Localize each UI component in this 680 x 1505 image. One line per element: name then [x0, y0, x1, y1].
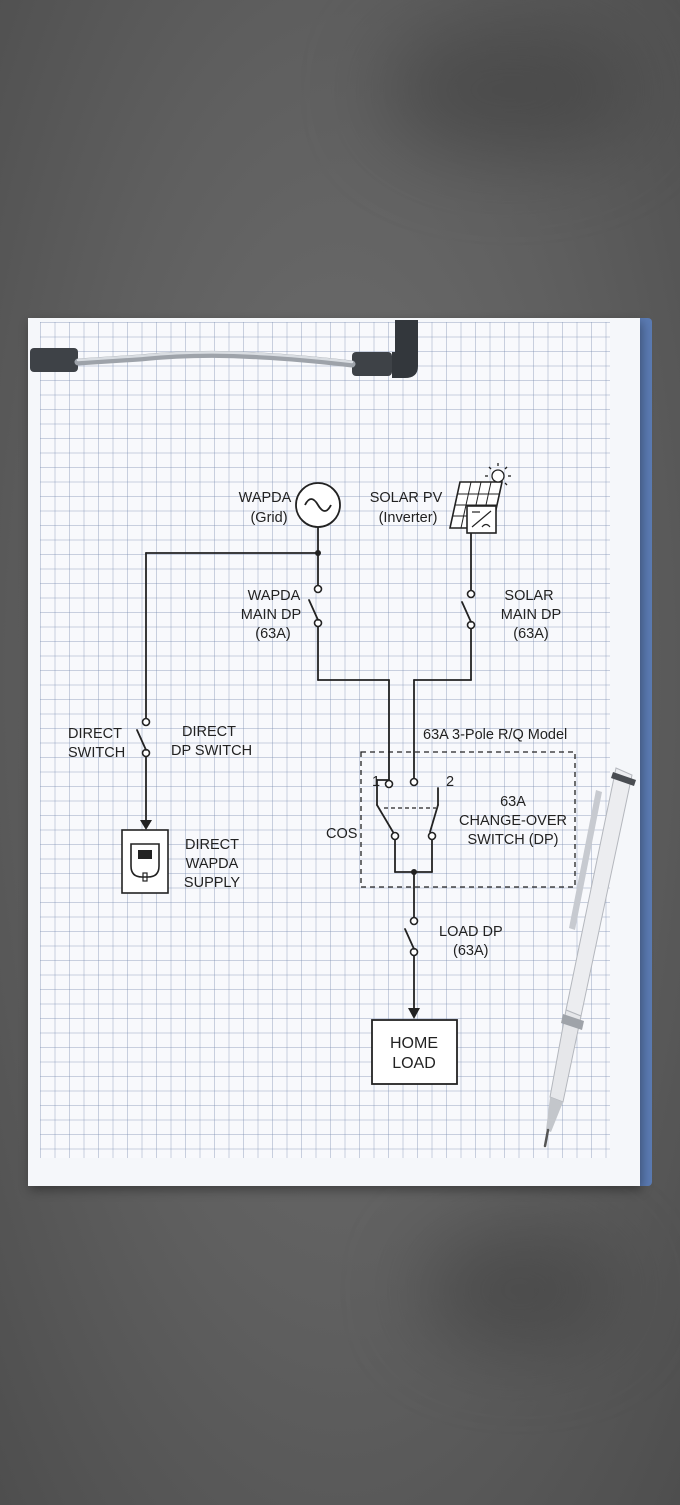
home-load-box [371, 1019, 458, 1085]
changeover-label: CHANGE-OVER [459, 813, 567, 829]
background-blur [380, 20, 640, 160]
solar-main-dp-rating: (63A) [513, 626, 548, 642]
cos-model-label: 63A 3-Pole R/Q Model [423, 727, 567, 743]
arrow-home-load-icon [408, 1008, 420, 1019]
cos-label: COS [326, 826, 357, 842]
junction-dot [411, 869, 417, 875]
arrow-direct-supply-icon [140, 820, 152, 830]
pen-icon [543, 767, 636, 1148]
sun-icon [485, 463, 511, 486]
wiring [145, 526, 472, 1011]
terminals [141, 584, 476, 957]
wapda-source-sublabel: (Grid) [250, 510, 287, 526]
cos-position-2: 2 [446, 774, 454, 790]
solar-source-label: SOLAR PV [370, 490, 443, 506]
home-load-label-2: LOAD [392, 1055, 436, 1072]
solar-main-dp-label: SOLAR [504, 588, 553, 604]
wapda-main-dp-label-2: MAIN DP [241, 607, 301, 623]
grid-background [40, 322, 610, 1158]
changeover-rating: 63A [500, 794, 526, 810]
solar-source-sublabel: (Inverter) [379, 510, 438, 526]
ac-source-icon [295, 482, 341, 528]
switch-blades [136, 599, 472, 950]
wapda-source-label: WAPDA [239, 490, 292, 506]
solar-main-dp-label-2: MAIN DP [501, 607, 561, 623]
direct-dp-switch-label-2: DP SWITCH [171, 743, 252, 759]
direct-supply-label: DIRECT [185, 837, 239, 853]
direct-supply-label-2: WAPDA [186, 856, 239, 872]
cos-position-1: 1 [372, 774, 380, 790]
junction-dot [315, 550, 321, 556]
graph-paper-sheet [28, 318, 640, 1186]
cos-enclosure [360, 751, 576, 888]
home-load-label: HOME [390, 1035, 438, 1052]
changeover-label-2: SWITCH (DP) [467, 832, 558, 848]
background-blur [420, 1230, 620, 1350]
direct-switch-label-2: SWITCH [68, 745, 125, 761]
load-dp-label: LOAD DP [439, 924, 503, 940]
direct-dp-switch-label: DIRECT [182, 724, 236, 740]
load-dp-rating: (63A) [453, 943, 488, 959]
wapda-main-dp-label: WAPDA [248, 588, 301, 604]
clipboard-clip-icon [30, 320, 418, 378]
solar-panel-icon [449, 481, 503, 534]
socket-icon [121, 829, 169, 894]
wapda-main-dp-rating: (63A) [255, 626, 290, 642]
direct-switch-label: DIRECT [68, 726, 122, 742]
direct-supply-label-3: SUPPLY [184, 875, 240, 891]
